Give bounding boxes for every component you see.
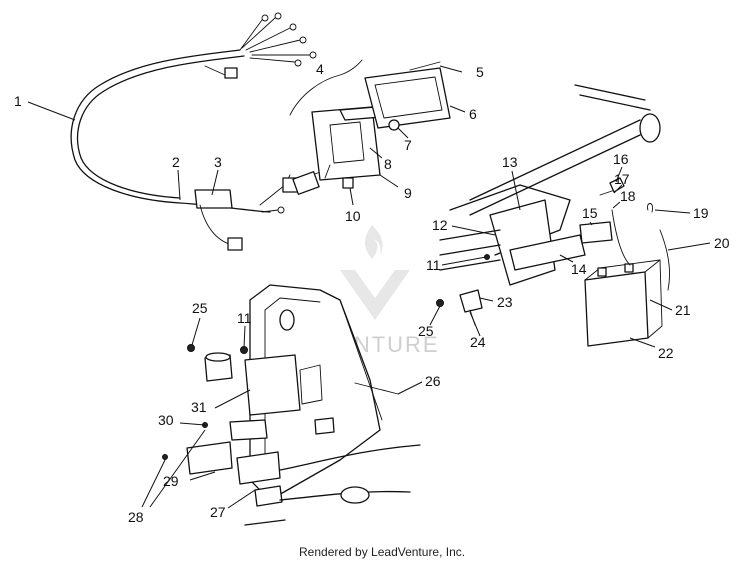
- callout-29: 29: [163, 473, 179, 489]
- watermark-logo: [340, 225, 410, 320]
- callout-6: 6: [469, 106, 477, 122]
- callout-22: 22: [658, 345, 674, 361]
- callout-11-upper: 11: [426, 257, 441, 273]
- callout-12: 12: [432, 217, 448, 233]
- callout-14: 14: [571, 261, 587, 277]
- callout-13: 13: [502, 154, 518, 170]
- callout-10: 10: [345, 208, 361, 224]
- callout-24: 24: [470, 334, 486, 350]
- callout-4: 4: [316, 61, 324, 77]
- callout-17: 17: [614, 171, 630, 187]
- callout-3: 3: [214, 154, 222, 170]
- callout-15: 15: [582, 205, 598, 221]
- callout-30: 30: [158, 412, 174, 428]
- callout-18: 18: [620, 188, 636, 204]
- callout-31: 31: [191, 399, 207, 415]
- callout-2: 2: [172, 154, 180, 170]
- upright-bracket: [162, 284, 421, 526]
- callout-19: 19: [693, 205, 709, 221]
- tail-light-assembly: [289, 59, 451, 189]
- callout-9: 9: [404, 185, 412, 201]
- leader-lines: [27, 65, 711, 509]
- callout-25-left: 25: [192, 300, 208, 316]
- callout-11-lower: 11: [237, 310, 252, 326]
- callout-7: 7: [404, 137, 412, 153]
- callout-26: 26: [425, 373, 441, 389]
- callout-27: 27: [210, 504, 226, 520]
- callout-25-right: 25: [418, 323, 434, 339]
- callout-23: 23: [497, 294, 513, 310]
- credit-text: Rendered by LeadVenture, Inc.: [299, 545, 465, 559]
- callout-5: 5: [476, 64, 484, 80]
- callout-1: 1: [14, 93, 22, 109]
- callout-8: 8: [384, 156, 392, 172]
- callout-16: 16: [613, 151, 629, 167]
- callout-20: 20: [714, 235, 730, 251]
- frame-battery-area: [436, 84, 671, 347]
- callout-labels: 1 2 3 4 5 6 7 8 9 10 11 12 13 14 15 16 1…: [14, 61, 730, 525]
- callout-21: 21: [675, 302, 691, 318]
- wiring-harness: [70, 12, 331, 251]
- callout-28: 28: [128, 509, 144, 525]
